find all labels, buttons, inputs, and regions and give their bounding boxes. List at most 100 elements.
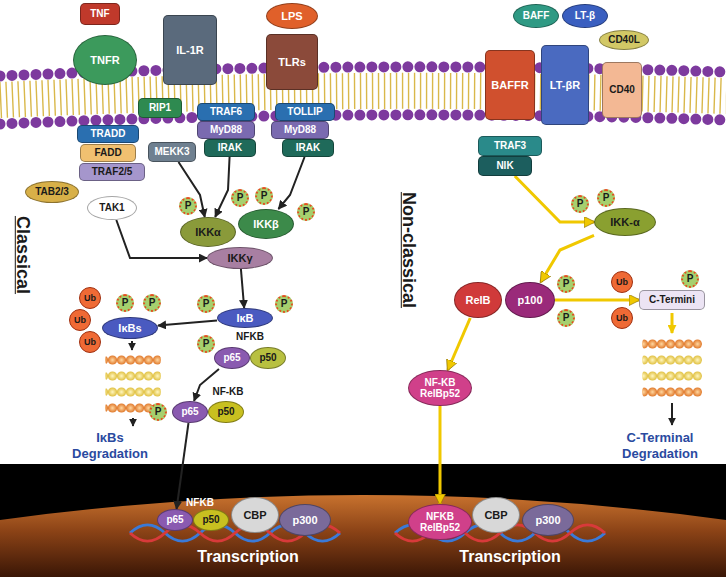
phospho-group: P [597, 189, 615, 207]
node-text: p65 [223, 352, 240, 364]
signal-arrow [555, 299, 639, 302]
kinase: IKK-α [594, 208, 656, 236]
node-text: IKKα [195, 226, 221, 239]
kinase: MEKK3 [148, 142, 196, 162]
node-text: p50 [259, 352, 276, 364]
receptor: LT-βR [541, 45, 589, 125]
node-text: CD40 [609, 84, 635, 96]
adaptor-protein: MyD88 [271, 121, 329, 139]
adaptor-protein: TOLLIP [275, 103, 335, 121]
proteasome [642, 384, 702, 400]
phospho-group: P [557, 309, 575, 327]
kinase: IKKβ [238, 209, 294, 239]
node-text: IκBs [118, 322, 141, 335]
nfkb-subunit: p65 [157, 509, 193, 531]
nfkb-dimer: NF-KBRelBp52 [408, 370, 472, 406]
adaptor-protein: MyD88 [197, 121, 255, 139]
node-text: C-Termini [649, 294, 695, 306]
ubiquitin-tag: Ub [79, 331, 101, 353]
receptor: CD40 [602, 62, 642, 118]
phospho-group: P [255, 187, 273, 205]
node-text: TAK1 [99, 202, 124, 214]
phospho-group: P [557, 275, 575, 293]
adaptor-protein: FADD [80, 144, 136, 162]
node-text: LT-βR [550, 79, 580, 92]
node-text: FADD [94, 147, 121, 159]
node-text: CBP [243, 509, 266, 522]
node-text: P [203, 338, 210, 350]
node-text: Ub [74, 315, 86, 325]
receptor: IL-1R [163, 15, 217, 85]
node-text: p300 [292, 514, 317, 527]
node-text: p50 [217, 406, 234, 418]
proteasome [105, 384, 161, 400]
signal-arrow [179, 162, 205, 217]
node-text: IRAK [218, 142, 242, 154]
coactivator: CBP [472, 497, 520, 533]
node-text: NFKB [426, 511, 454, 523]
inhibitor-protein: IκBs [102, 317, 158, 339]
nfkb-subunit: p65 [172, 401, 208, 423]
nucleus [0, 495, 726, 577]
nfkb-subunit: p50 [250, 347, 286, 369]
node-text: TNFR [90, 54, 119, 67]
node-text: IL-1R [176, 44, 204, 57]
node-text: RelB [465, 294, 490, 307]
arrow [671, 403, 673, 425]
node-text: p100 [517, 294, 542, 307]
signal-arrow [215, 157, 229, 217]
node-text: P [155, 406, 162, 418]
signal-arrow [515, 176, 594, 222]
node-text: P [577, 198, 584, 210]
node-text: IKKβ [253, 218, 279, 231]
pathway-title: Non-classical [397, 192, 419, 308]
node-text: P [237, 192, 244, 204]
node-text: P [687, 273, 694, 285]
arrow [132, 418, 134, 426]
ligand: LPS [266, 3, 318, 29]
node-text: TOLLIP [287, 106, 322, 118]
node-text: TAB2/3 [35, 186, 69, 198]
node-text: IKK-α [610, 216, 639, 229]
arrow [671, 313, 674, 333]
phospho-group: P [275, 295, 293, 313]
node-text: P [185, 200, 192, 212]
phospho-group: P [197, 335, 215, 353]
signal-arrow [448, 318, 470, 370]
node-text: TLRs [278, 56, 306, 69]
node-text: P [563, 278, 570, 290]
receptor: TNFR [73, 35, 137, 85]
complex-label: NF-KB [212, 386, 243, 398]
node-text: IκB [236, 312, 253, 325]
phospho-group: P [297, 203, 315, 221]
complex-label: NFKB [236, 331, 264, 343]
inhibitor-protein: IκB [217, 308, 273, 328]
adaptor-protein: TRAF6 [197, 103, 255, 121]
proteasome [642, 368, 702, 384]
ligand: BAFF [513, 4, 559, 28]
receptor: BAFFR [485, 50, 535, 120]
node-text: p300 [535, 514, 560, 527]
node-text: P [122, 297, 129, 309]
node-text: RelBp52 [420, 522, 460, 534]
proteasome [105, 352, 161, 368]
proteasome [642, 352, 702, 368]
node-text: Ub [84, 293, 96, 303]
phospho-group: P [143, 294, 161, 312]
kinase: IKKα [180, 217, 236, 247]
phospho-group: P [149, 403, 167, 421]
signal-arrow [177, 423, 189, 509]
process-label: IκBs Degradation [64, 430, 156, 461]
node-text: IRAK [296, 142, 320, 154]
ligand: CD40L [599, 30, 649, 50]
node-text: BAFFR [491, 79, 528, 92]
node-text: P [261, 190, 268, 202]
node-text: MyD88 [284, 124, 316, 136]
nfkb-dimer: NFKBRelBp52 [408, 504, 472, 540]
arrow [131, 341, 133, 350]
node-text: TNF [90, 8, 109, 20]
node-text: NF-KB [424, 377, 455, 389]
kinase: NIK [478, 156, 532, 176]
nfkb-subunit: p50 [193, 509, 229, 531]
node-text: TRADD [91, 128, 126, 140]
